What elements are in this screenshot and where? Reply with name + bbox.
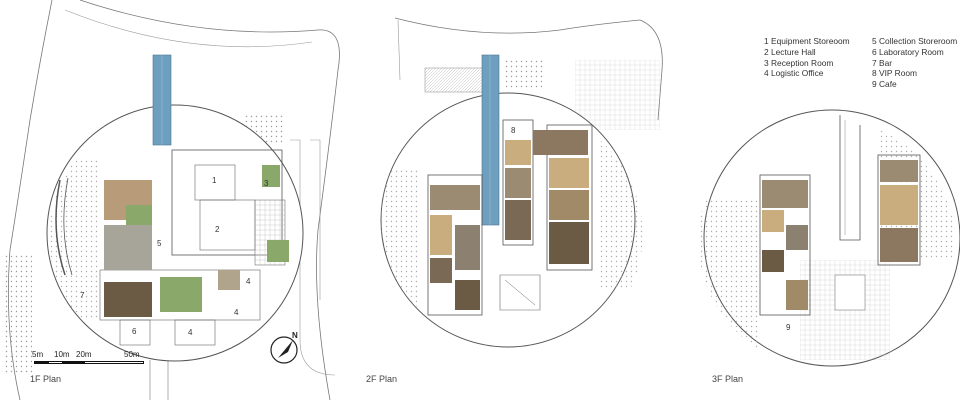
room-number: 4 [234,308,239,317]
site-boundary-east [79,0,340,400]
room-number: 1 [212,176,217,185]
north-arrow-letter: N [292,331,298,340]
room-number: 8 [511,126,516,135]
legend-column-left: 1 Equipment Storeoom 2 Lecture Hall 3 Re… [764,36,850,79]
room-number: 3 [264,179,269,188]
plan-label-1f: 1F Plan [30,374,62,384]
exhibit-photo [762,250,784,272]
room-number: 7 [80,291,85,300]
exhibit-photo [430,185,480,210]
room-number: 6 [132,327,137,336]
north-arrow: N [270,331,298,364]
exhibit-photo [160,277,202,312]
exhibit-photo [262,165,280,187]
exhibit-photo [505,140,531,165]
legend-item: 7 Bar [872,57,893,68]
exhibit-photo [533,130,588,155]
exhibit-photo [549,222,589,264]
legend-item: 4 Logistic Office [764,68,824,79]
room-number: 4 [246,277,251,286]
exhibit-photo [505,168,531,198]
exhibit-photo [880,160,918,182]
scale-tick: 20m [76,350,92,359]
room-number: 9 [786,323,791,332]
scale-tick: 5m [32,350,44,359]
exhibit-photo [430,215,452,255]
exhibit-photo [880,185,918,225]
scale-tick: 50m [124,350,140,359]
plan-label-3f: 3F Plan [712,374,744,384]
legend-item: 6 Laboratory Room [872,46,944,57]
plan-label-2f: 2F Plan [366,374,398,384]
exhibit-photo [762,210,784,232]
exhibit-photo [104,282,152,317]
exhibit-photo [455,280,480,310]
exhibit-photo [430,258,452,283]
legend-item: 3 Reception Room [764,57,834,68]
exhibit-photo [786,280,808,310]
plan-1f: N 1 2 3 4 4 4 5 6 7 [2,0,340,400]
glass-bridge [481,54,500,226]
plan-2f: 8 [380,17,663,348]
exhibit-photo [455,225,480,270]
legend-item: 1 Equipment Storeoom [764,36,850,46]
landscape-dots [2,255,32,375]
legend-item: 9 Cafe [872,79,897,90]
legend-item: 8 VIP Room [872,68,917,79]
exhibit-photo [762,180,808,208]
scale-bar: 5m 10m 20m 50m [24,350,184,370]
exhibit-photo [786,225,808,250]
exhibit-photo [505,200,531,240]
plan-3f: 9 [698,109,960,367]
scale-tick: 10m [54,350,70,359]
exhibit-photo [126,205,152,227]
exhibit-photo [104,225,152,270]
exhibit-photo [218,270,240,290]
exhibit-photo [267,240,289,262]
exhibit-photo [880,228,918,262]
site-path [64,9,313,48]
legend-item: 2 Lecture Hall [764,46,816,57]
exhibit-photo [549,158,589,188]
room-number: 2 [215,225,220,234]
legend-column-right: 5 Collection Storeroom 6 Laboratory Room… [872,36,957,90]
legend-item: 5 Collection Storeroom [872,36,958,46]
room-number: 5 [157,239,162,248]
exhibit-photo [549,190,589,220]
room-number: 4 [188,328,193,337]
